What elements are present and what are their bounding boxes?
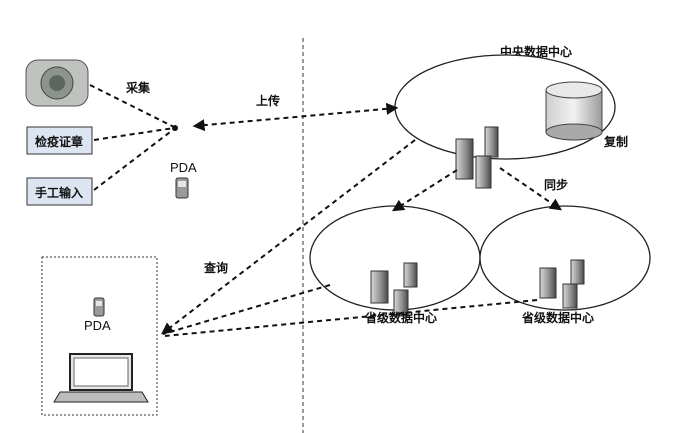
province-left-server-icon bbox=[370, 262, 418, 317]
query-arrow-province-left bbox=[162, 284, 331, 335]
query-arrow-province-right bbox=[164, 299, 538, 337]
province-right-ellipse bbox=[479, 205, 651, 311]
database-icon bbox=[545, 81, 603, 141]
sync-arrow bbox=[499, 167, 562, 211]
client-terminal-box bbox=[41, 256, 158, 416]
province-right-server-icon bbox=[539, 259, 585, 309]
province-left-label: 省级数据中心 bbox=[364, 310, 437, 325]
copy-label: 复制 bbox=[603, 134, 628, 149]
input-box-manual-entry: 手工输入 bbox=[26, 177, 93, 206]
junction-dot bbox=[172, 125, 178, 131]
upload-arrow bbox=[192, 102, 399, 132]
pda-top-icon bbox=[175, 177, 189, 199]
central-server-icon bbox=[455, 126, 499, 189]
flow-line-collect bbox=[89, 84, 175, 128]
pda-bottom-icon bbox=[93, 297, 105, 317]
collector-device-icon bbox=[25, 59, 89, 107]
flow-line-manual bbox=[93, 128, 175, 191]
flow-line-seal bbox=[93, 127, 175, 141]
collect-label: 采集 bbox=[125, 80, 151, 95]
pda-bottom-label: PDA bbox=[84, 318, 111, 333]
input-box-label: 手工输入 bbox=[35, 185, 83, 200]
query-arrow-central bbox=[161, 139, 416, 335]
province-right-label: 省级数据中心 bbox=[521, 310, 594, 325]
input-box-quarantine-seal: 检疫证章 bbox=[26, 126, 93, 155]
sync-label: 同步 bbox=[544, 177, 568, 192]
laptop-icon bbox=[53, 353, 149, 403]
query-label: 查询 bbox=[203, 260, 228, 275]
pda-top-label: PDA bbox=[170, 160, 197, 175]
input-box-label: 检疫证章 bbox=[35, 134, 83, 149]
central-to-province-left-arrow bbox=[391, 169, 458, 212]
upload-label: 上传 bbox=[256, 93, 280, 108]
